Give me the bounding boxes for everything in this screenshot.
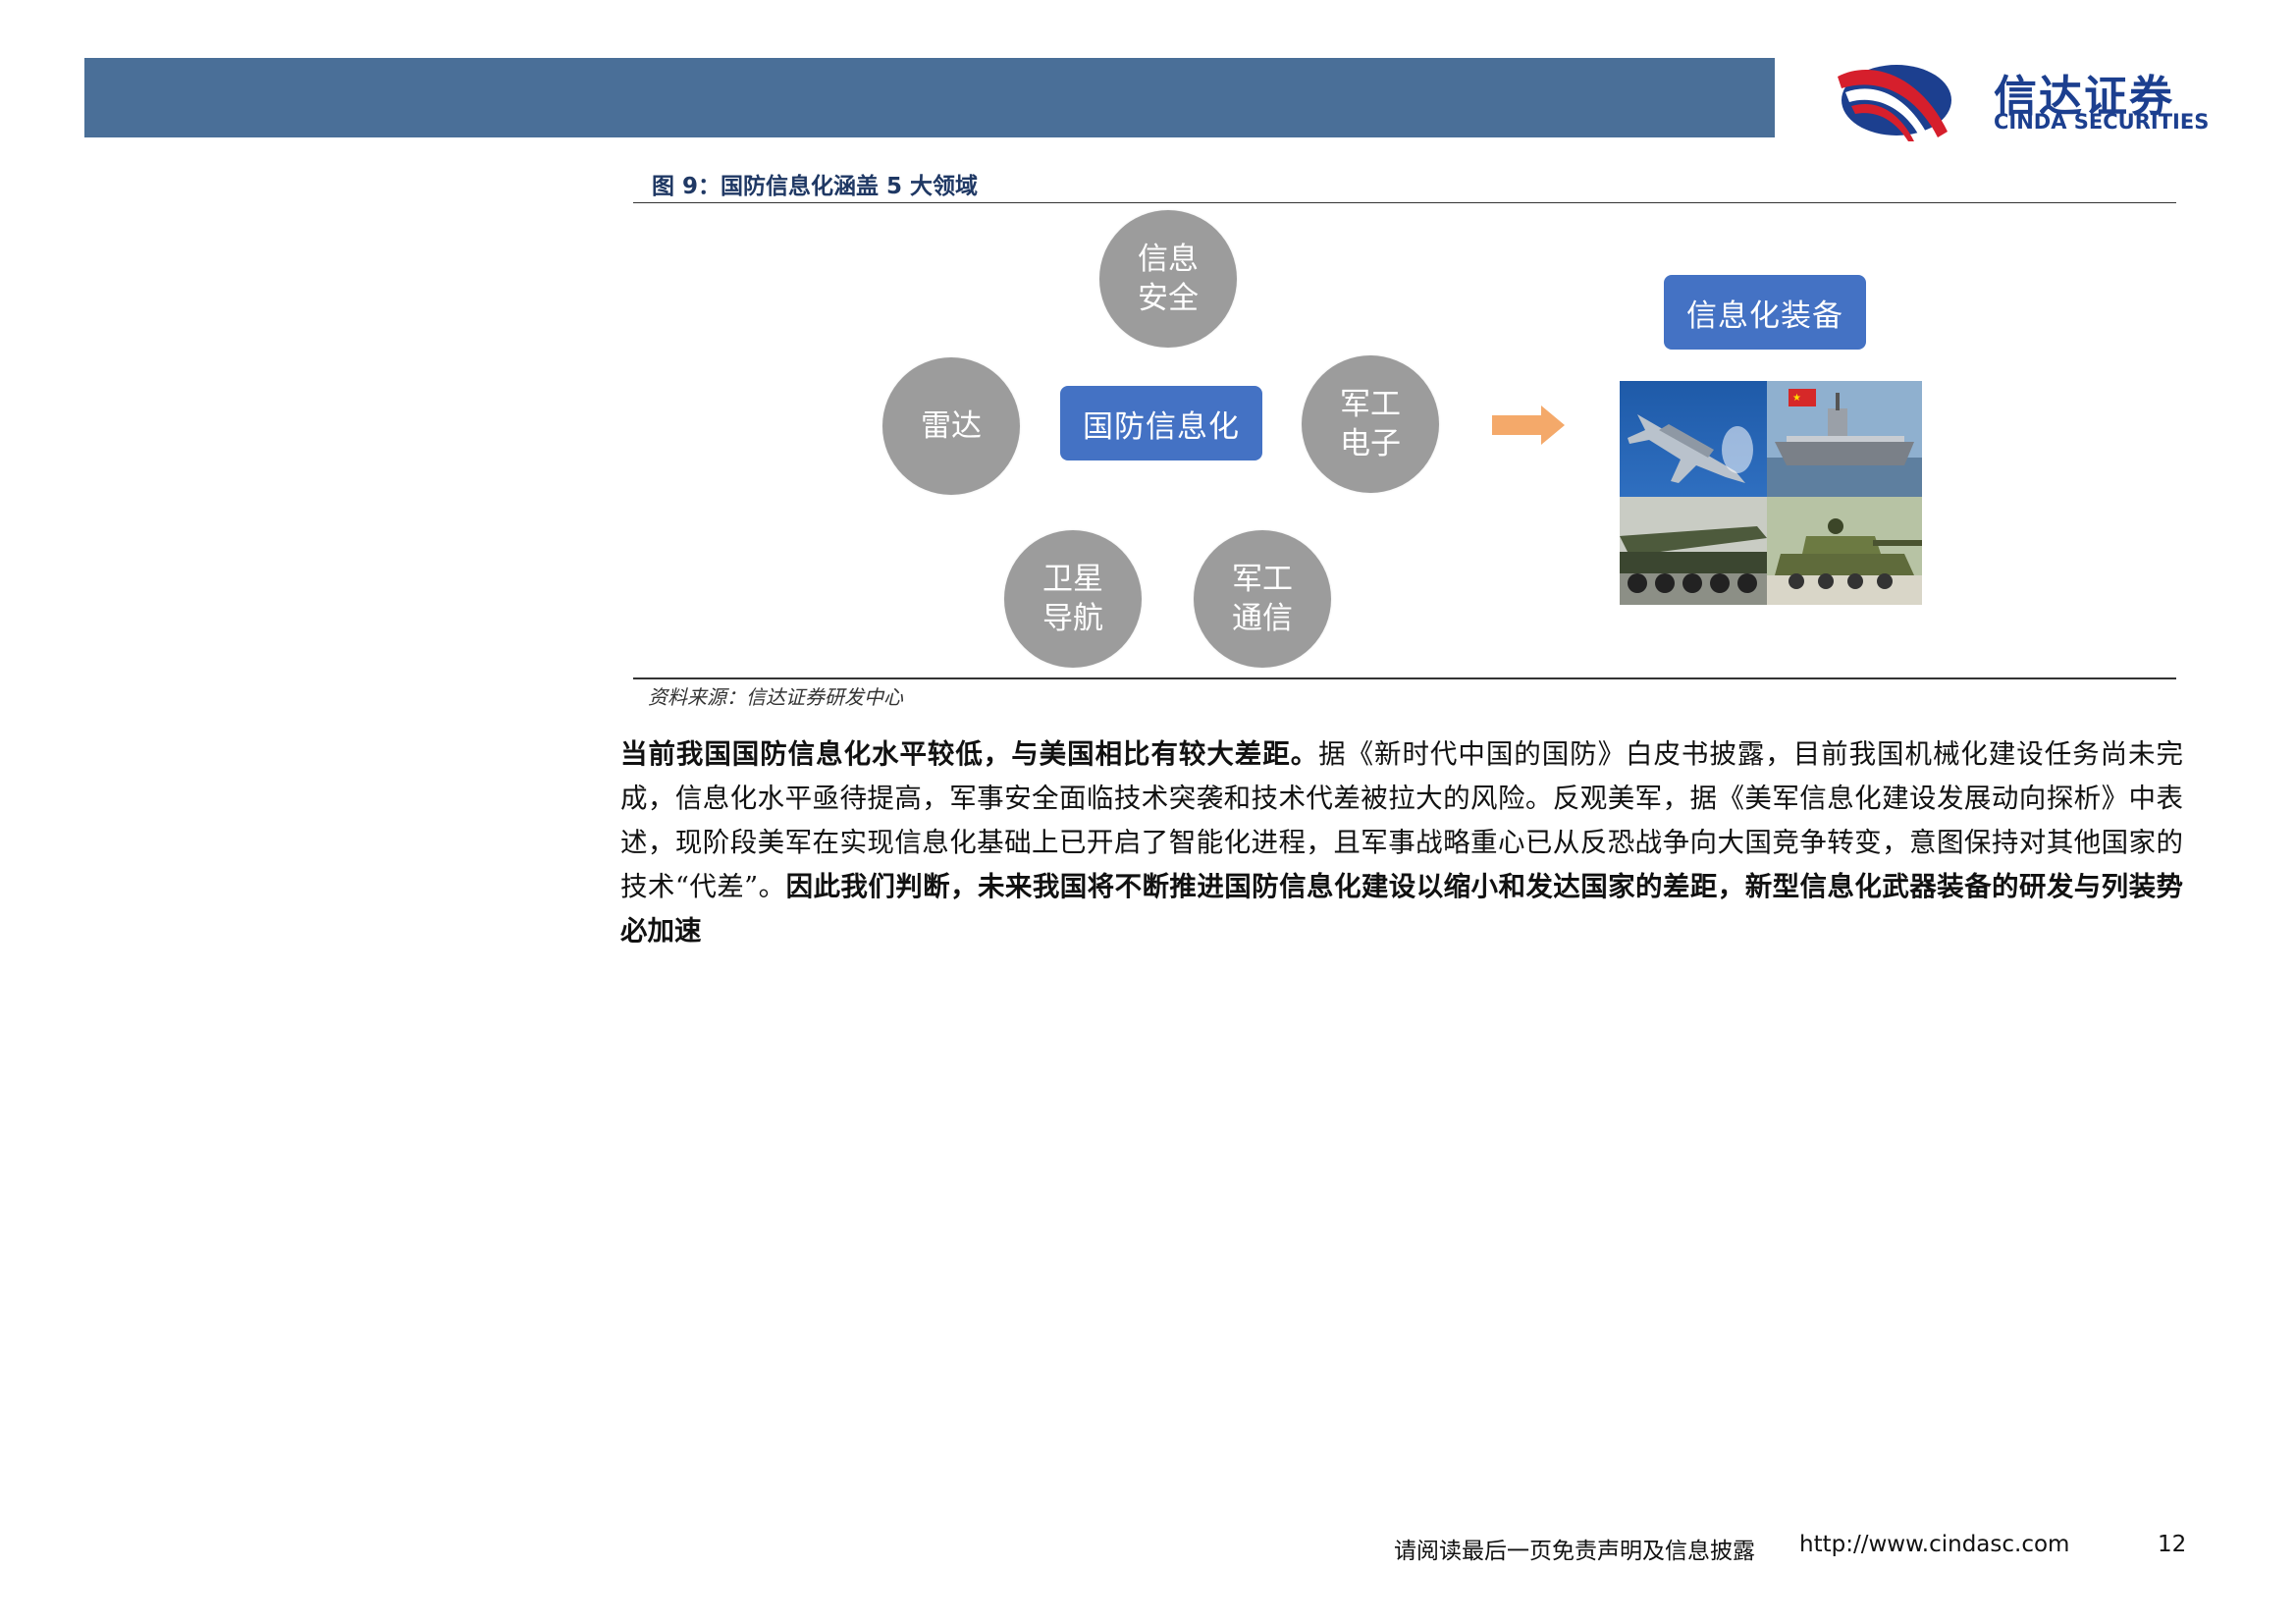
missile-launcher-photo: [1620, 497, 1767, 605]
domain-circle-security: 信息安全: [1099, 210, 1237, 348]
domain-circle-electronics: 军工电子: [1302, 355, 1439, 493]
figure-source: 资料来源：信达证券研发中心: [648, 685, 903, 709]
body-paragraph: 当前我国国防信息化水平较低，与美国相比有较大差距。据《新时代中国的国防》白皮书披…: [620, 732, 2183, 953]
figure-title: 图 9：国防信息化涵盖 5 大领域: [652, 174, 979, 199]
logo-english-name: CINDA SECURITIES: [1994, 110, 2210, 134]
domain-circle-radar: 雷达: [882, 357, 1020, 495]
header-bar: [84, 58, 1775, 137]
domain-circle-communication: 军工通信: [1194, 530, 1331, 668]
domain-label: 雷达: [921, 408, 982, 444]
cinda-emblem-icon: [1838, 65, 1951, 141]
logo-chinese-name: 信达证券: [1994, 72, 2174, 122]
figure-top-rule: [633, 202, 2176, 203]
svg-text:★: ★: [1792, 393, 1801, 404]
body-bold-lead: 当前我国国防信息化水平较低，与美国相比有较大差距。: [620, 738, 1319, 770]
domain-label: 信息: [1138, 242, 1199, 277]
figure-bottom-rule: [633, 677, 2176, 679]
page-number: 12: [2158, 1532, 2187, 1557]
domain-circle-navigation: 卫星导航: [1004, 530, 1142, 668]
tank-photo: [1767, 497, 1922, 605]
footer-disclaimer: 请阅读最后一页免责声明及信息披露: [1394, 1539, 1755, 1564]
aircraft-carrier-photo: ★: [1767, 381, 1922, 497]
domain-label: 安全: [1138, 281, 1199, 316]
domain-label: 电子: [1340, 426, 1401, 461]
right-arrow-icon: [1492, 406, 1565, 445]
equipment-box: 信息化装备: [1664, 275, 1866, 350]
fighter-jet-photo: [1620, 381, 1767, 497]
domain-label: 卫星: [1042, 562, 1103, 597]
body-text: 据《新时代中国的国防》白皮书披露，目前我国机械化建设任务尚未完成，信息化水平亟待…: [620, 738, 2184, 902]
domain-label: 军工: [1340, 387, 1401, 422]
center-box-defense-informatization: 国防信息化: [1060, 386, 1262, 460]
domain-label: 通信: [1232, 601, 1293, 636]
footer-url-link[interactable]: http://www.cindasc.com: [1799, 1532, 2070, 1557]
domain-label: 军工: [1232, 562, 1293, 597]
body-bold-conclusion: 因此我们判断，未来我国将不断推进国防信息化建设以缩小和发达国家的差距，新型信息化…: [620, 871, 2184, 947]
domain-label: 导航: [1042, 601, 1103, 636]
cinda-logo: 信达证券 CINDA SECURITIES: [1832, 55, 2224, 143]
